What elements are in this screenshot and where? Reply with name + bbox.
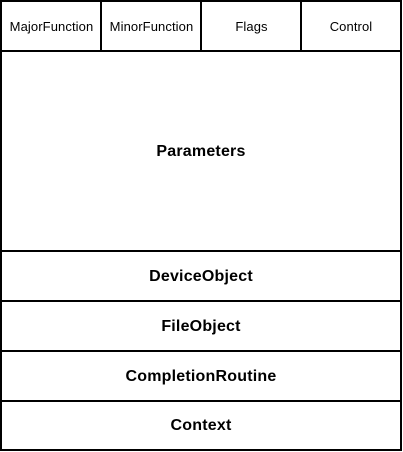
- parameters-field: Parameters: [156, 142, 246, 160]
- file-object-field: FileObject: [161, 317, 241, 335]
- completion-routine-field: CompletionRoutine: [125, 367, 277, 385]
- context-field: Context: [170, 417, 232, 434]
- minor-function-field: MinorFunction: [109, 19, 194, 34]
- control-field: Control: [329, 19, 373, 34]
- major-function-field: MajorFunction: [9, 19, 94, 34]
- device-object-field: DeviceObject: [149, 267, 253, 285]
- flags-field: Flags: [235, 19, 268, 34]
